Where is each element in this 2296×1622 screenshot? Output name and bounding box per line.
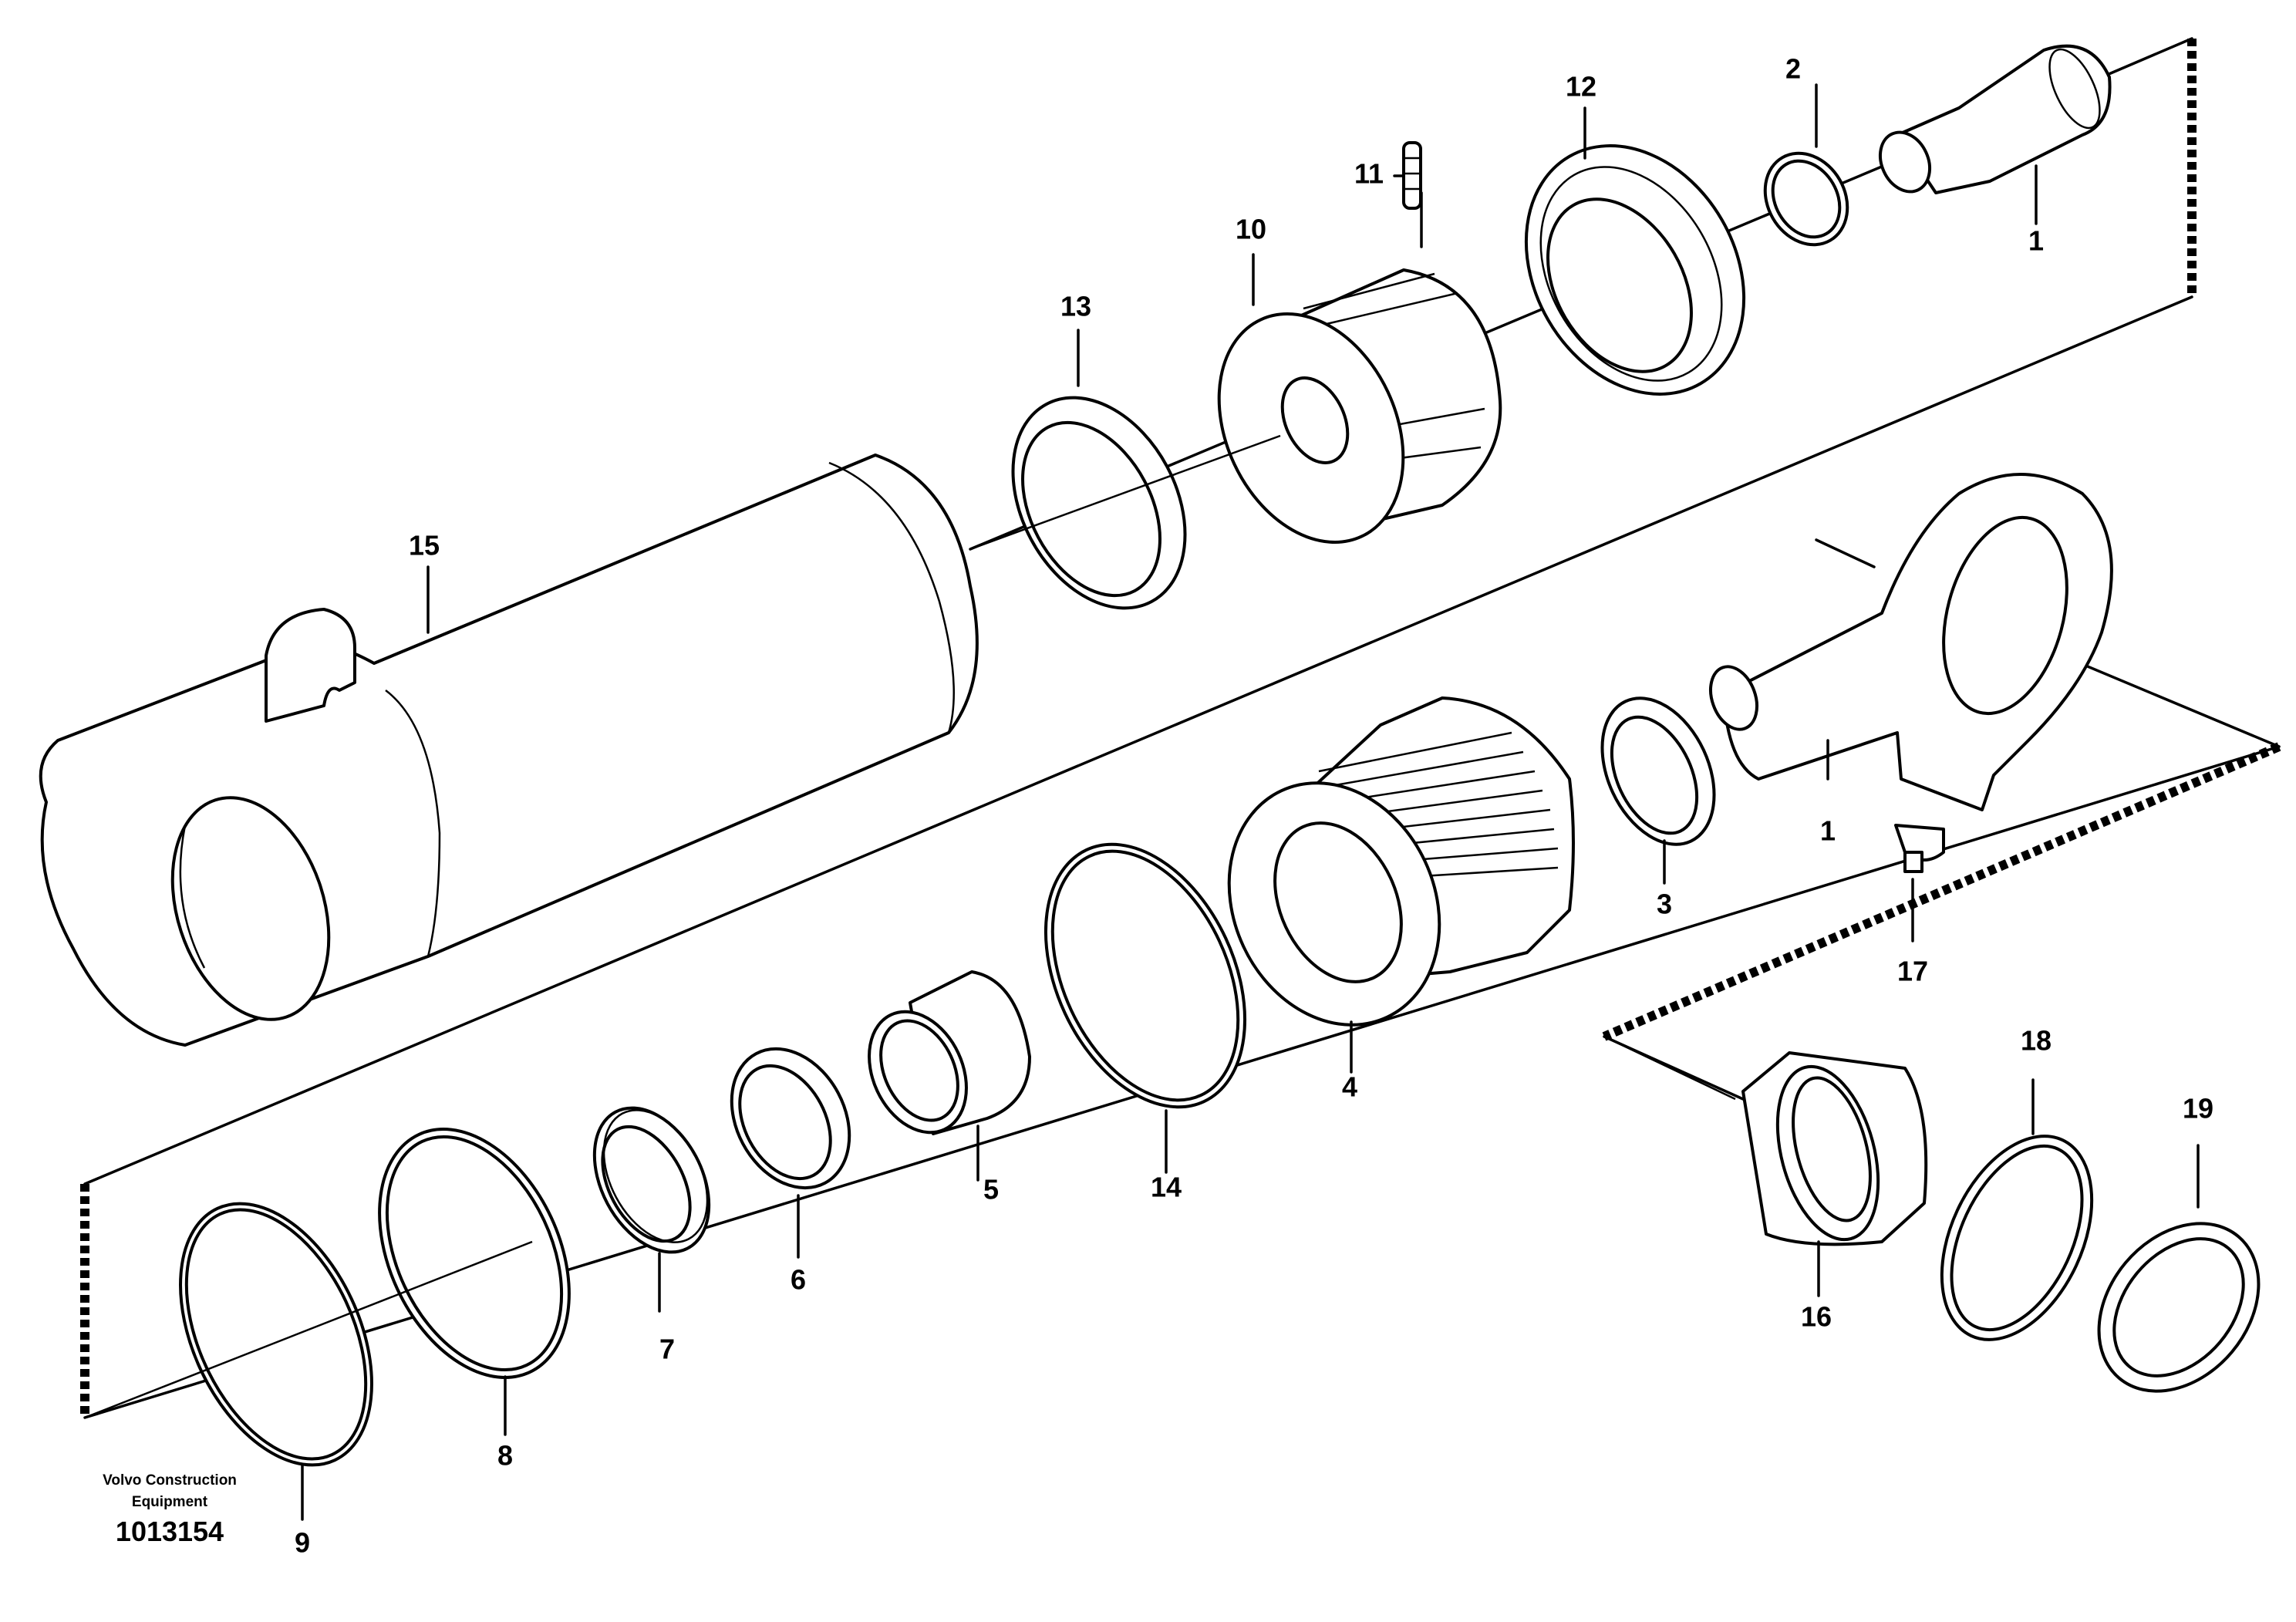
part-7-seal — [592, 1106, 711, 1254]
part-4-cylinder-head — [1227, 696, 1575, 1027]
footer-company-line1: Volvo Construction — [103, 1472, 237, 1489]
part-axis-overlay — [84, 434, 1736, 1419]
part-12-gland-ring — [1524, 144, 1746, 396]
part-5-bushing — [868, 970, 1031, 1135]
label-8: 8 — [497, 1440, 513, 1472]
label-2: 2 — [1785, 53, 1801, 85]
label-5: 5 — [983, 1174, 999, 1206]
part-labels: 1 2 12 11 10 13 15 1 3 17 4 14 5 6 7 8 9… — [295, 53, 2213, 1559]
part-15-cylinder-tube — [39, 454, 979, 1047]
label-1-lower: 1 — [1820, 815, 1836, 847]
part-3-bushing — [1600, 696, 1716, 846]
label-9: 9 — [295, 1527, 310, 1559]
part-6-seal — [730, 1047, 851, 1190]
label-15: 15 — [409, 530, 440, 561]
drawing-number: 1013154 — [116, 1516, 224, 1547]
leader-lines — [301, 83, 2200, 1521]
label-14: 14 — [1151, 1172, 1182, 1203]
part-14-o-ring — [1043, 842, 1247, 1109]
part-19-wiper — [2097, 1222, 2261, 1393]
part-2-o-ring — [1763, 151, 1849, 247]
label-17: 17 — [1897, 956, 1928, 987]
part-1-rod-eye — [1709, 473, 2113, 811]
label-7: 7 — [659, 1334, 675, 1365]
label-4: 4 — [1342, 1071, 1357, 1103]
label-11: 11 — [1354, 158, 1384, 190]
part-17-grease-nipple — [1894, 824, 1945, 873]
label-13: 13 — [1060, 291, 1091, 322]
label-18: 18 — [2021, 1025, 2052, 1057]
drawing-footer: Volvo Construction Equipment 1013154 — [103, 1472, 237, 1547]
part-11-set-screw — [1402, 141, 1422, 210]
label-12: 12 — [1566, 71, 1596, 103]
part-9-o-ring — [179, 1202, 373, 1467]
part-10-piston — [1217, 268, 1502, 544]
part-16-bushing — [1741, 1051, 1928, 1246]
part-18-ring — [1940, 1135, 2094, 1341]
part-8-ring — [378, 1128, 571, 1379]
label-16: 16 — [1801, 1301, 1832, 1333]
label-1-upper: 1 — [2028, 225, 2044, 257]
part-1-piston-rod-upper — [1878, 44, 2112, 194]
dashed-connectors — [80, 39, 2281, 1418]
footer-company-line2: Equipment — [132, 1494, 208, 1510]
label-6: 6 — [791, 1264, 806, 1296]
label-3: 3 — [1657, 889, 1672, 920]
label-19: 19 — [2183, 1093, 2213, 1125]
label-10: 10 — [1236, 214, 1266, 245]
